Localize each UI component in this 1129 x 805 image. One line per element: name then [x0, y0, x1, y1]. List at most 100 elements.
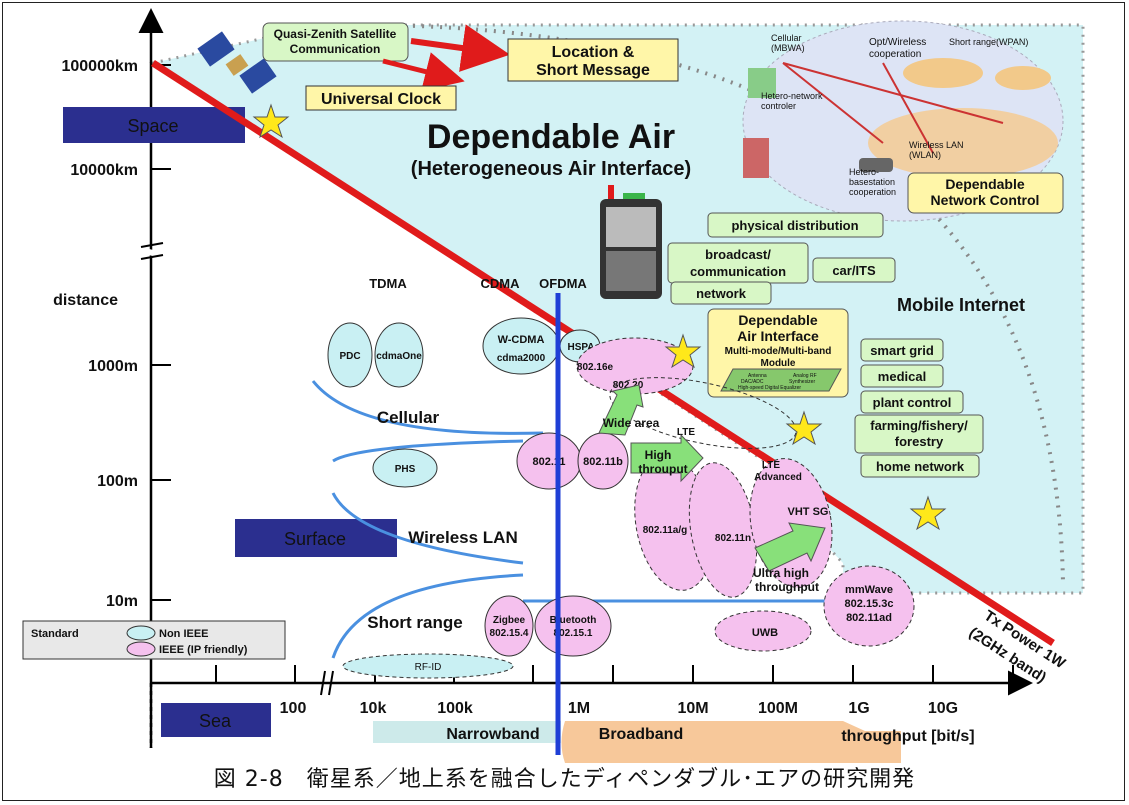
legend-non-ieee-label: Non IEEE: [159, 628, 209, 640]
y-axis-break: [140, 247, 162, 258]
app-physical-distribution-label: physical distribution: [731, 218, 858, 233]
ultra-throughput-line2: throughput: [755, 580, 819, 594]
system-cdmaone: [374, 322, 424, 388]
app-farming-line2: forestry: [895, 434, 944, 449]
qzss-box: [262, 22, 409, 62]
inset-hetero-ctrl: Hetero-network: [761, 91, 823, 101]
system-wcdma: [482, 317, 560, 375]
system-rfid-label: RF-ID: [415, 662, 442, 673]
qzss-line2: Communication: [290, 42, 381, 56]
app-broadcast-line1: broadcast/: [705, 247, 771, 262]
y-tick-10000km: 10000km: [70, 162, 138, 179]
system-wcdma-label: W-CDMA: [498, 334, 545, 346]
app-car-its-label: car/ITS: [832, 263, 876, 278]
system-mmwave-line1: mmWave: [845, 584, 893, 596]
system-hspa-label: HSPA: [567, 342, 594, 353]
region-space-label: Space: [127, 116, 178, 136]
system-bluetooth-line2: 802.15.1: [554, 628, 593, 639]
dai-chip-analog: Analog RF: [793, 373, 817, 379]
qzss-location-arrow: [410, 24, 510, 72]
dai-title-line1: Dependable: [738, 312, 818, 328]
legend-title: Standard: [31, 628, 79, 640]
system-mmwave-line3: 802.11ad: [846, 612, 892, 624]
inset-bs: Hetero-: [849, 167, 879, 177]
diagram-subtitle: (Heterogeneous Air Interface): [411, 158, 691, 180]
system-zigbee-line1: Zigbee: [493, 615, 526, 626]
system-mmwave-line2: 802.15.3c: [845, 598, 894, 610]
smartphone-icon: [600, 185, 662, 299]
network-control-line1: Dependable: [945, 176, 1025, 192]
inset-wlan: Wireless LAN: [909, 140, 964, 150]
satellite-icon: [197, 31, 277, 94]
figure-caption: 図 2-8 衛星系／地上系を融合したディペンダブル･エアの研究開発: [213, 767, 916, 792]
location-line1: Location &: [552, 44, 635, 61]
x-tick-100M: 100M: [758, 700, 798, 717]
dai-chip-synth: Synthesizer: [789, 379, 815, 385]
inset-cellular: Cellular: [771, 33, 802, 43]
access-ofdma: OFDMA: [539, 276, 587, 291]
app-medical-label: medical: [878, 369, 926, 384]
category-cellular: Cellular: [377, 408, 440, 427]
system-802-11-label: 802.11: [532, 456, 565, 468]
region-space: [63, 107, 245, 143]
dai-chip-antenna: Antenna: [748, 373, 767, 379]
system-bluetooth: [534, 595, 612, 657]
dai-chip-equalizer: High-speed Digital Equalizer: [738, 385, 801, 391]
high-throughput-arrow: [630, 433, 704, 483]
app-plant-control: [860, 390, 964, 414]
broadband-label: Broadband: [599, 726, 683, 743]
category-wireless-lan: Wireless LAN: [408, 528, 517, 547]
star-space: [252, 103, 290, 139]
narrowband-label: Narrowband: [446, 726, 539, 743]
narrowband-bar: [373, 721, 561, 743]
qzss-line1: Quasi-Zenith Satellite: [274, 27, 397, 41]
app-broadcast-line2: communication: [690, 264, 786, 279]
inset-wlan-sub: (WLAN): [909, 150, 941, 160]
system-802-16e-label: 802.16e: [577, 362, 614, 373]
system-802-11ag-label: 802.11a/g: [643, 525, 687, 536]
system-lte-advanced-line1: LTE: [762, 460, 780, 471]
x-axis-label: throughput [bit/s]: [841, 728, 974, 745]
legend: Standard Non IEEE IEEE (IP friendly): [22, 620, 286, 660]
system-zigbee: [484, 595, 534, 657]
x-tick-10G: 10G: [928, 700, 958, 717]
access-cdma: CDMA: [481, 276, 521, 291]
category-short-range: Short range: [367, 613, 462, 632]
high-throughput-line2: throuput: [638, 462, 687, 476]
diagram-canvas: Cellular (MBWA) Opt/Wireless cooperation…: [22, 8, 1085, 763]
system-cdmaone-label: cdmaOne: [376, 351, 422, 362]
y-tick-1000m: 1000m: [88, 358, 138, 375]
network-control-line2: Network Control: [931, 192, 1040, 208]
inset-cellular-sub: (MBWA): [771, 43, 805, 53]
legend-ieee-swatch: [126, 641, 156, 657]
clock-box: [305, 85, 457, 111]
location-box: [507, 38, 679, 82]
inset-hetero-ctrl-sub: controler: [761, 101, 796, 111]
system-uwb: [714, 610, 812, 652]
inset-bs-sub2: cooperation: [849, 187, 896, 197]
system-cdma2000-label: cdma2000: [497, 353, 546, 364]
x-tick-10k: 10k: [360, 700, 387, 717]
app-home-network: [860, 454, 980, 478]
ultra-throughput-line1: Ultra high: [753, 566, 809, 580]
dai-sub-line1: Multi-mode/Multi-band: [725, 346, 832, 357]
x-axis-break: [320, 670, 334, 696]
legend-ieee-label: IEEE (IP friendly): [159, 644, 248, 656]
inset-bs-sub: basestation: [849, 177, 895, 187]
system-rfid: [342, 653, 514, 679]
region-surface-label: Surface: [284, 529, 346, 549]
app-home-network-label: home network: [876, 459, 965, 474]
system-lte-label: LTE: [677, 427, 695, 438]
star-markers: [252, 103, 947, 531]
system-pdc: [327, 322, 373, 388]
app-physical-distribution: [707, 212, 884, 238]
app-farming-line1: farming/fishery/: [870, 418, 968, 433]
system-mmwave: [823, 565, 915, 647]
app-network: [670, 281, 772, 305]
system-vht-label: VHT SG: [788, 506, 829, 518]
inset-opt-sub: cooperation: [869, 49, 921, 60]
dai-title-line2: Air Interface: [737, 328, 819, 344]
app-smart-grid-label: smart grid: [870, 343, 934, 358]
region-sea-label: Sea: [199, 711, 232, 731]
